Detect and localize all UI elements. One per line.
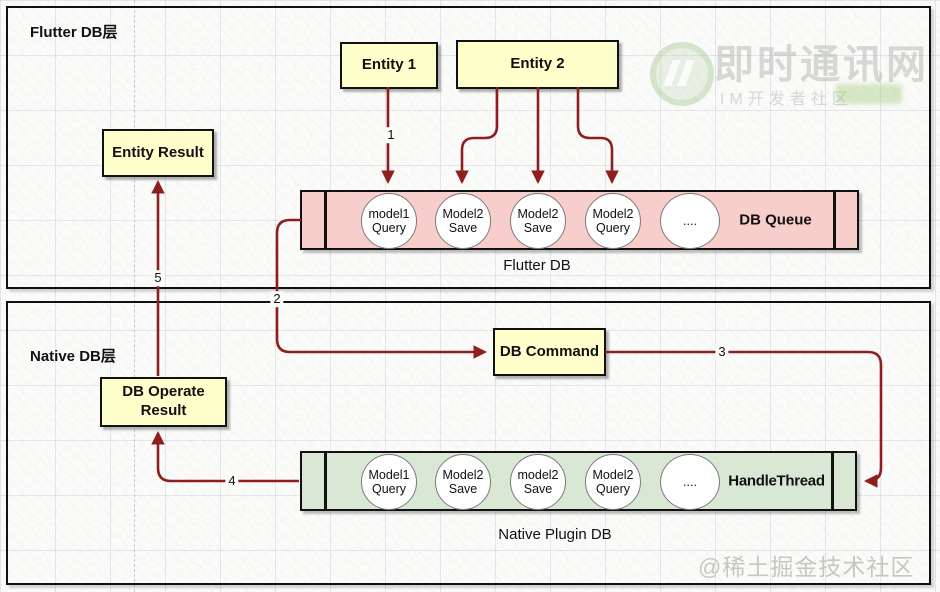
task-label: Save	[523, 221, 553, 235]
queue-task-circle: Model2 Query	[585, 193, 641, 249]
queue-right-divider	[831, 453, 834, 509]
task-label: ....	[683, 474, 697, 489]
flutter-db-queue-bar: model1 Query Model2 Save Model2 Save Mod…	[300, 190, 859, 250]
queue-left-divider	[324, 453, 327, 509]
flutter-db-caption: Flutter DB	[503, 257, 571, 274]
db-operate-result-box: DB Operate Result	[100, 377, 227, 427]
queue-more-circle: ....	[660, 193, 720, 249]
task-label: Model2	[517, 206, 559, 221]
task-label: model2	[517, 467, 559, 482]
task-label: Query	[595, 221, 631, 235]
handle-thread-name: HandleThread	[728, 472, 825, 490]
queue-task-circle: Model1 Query	[361, 454, 417, 510]
edge-label-1: 1	[384, 127, 398, 143]
db-queue-name: DB Queue	[739, 211, 812, 229]
task-label: model1	[368, 206, 410, 221]
entity1-box: Entity 1	[340, 42, 438, 89]
task-label: Query	[371, 482, 407, 496]
task-label: Save	[448, 482, 478, 496]
task-label: Save	[523, 482, 553, 496]
watermark-site: 即时通讯网 IM开发者社区	[648, 28, 938, 120]
native-plugin-db-bar: Model1 Query Model2 Save model2 Save Mod…	[300, 451, 857, 511]
grid-guide-line	[134, 0, 135, 592]
native-db-layer-label: Native DB层	[30, 348, 116, 365]
queue-task-circle: Model2 Query	[585, 454, 641, 510]
watermark-juejin: @稀土掘金技术社区	[698, 554, 915, 580]
queue-task-circle: Model2 Save	[510, 193, 566, 249]
edge-label-3: 3	[715, 344, 729, 360]
watermark-badge	[836, 84, 902, 104]
task-label: Model2	[442, 206, 484, 221]
task-label: Model2	[592, 206, 634, 221]
db-command-box: DB Command	[493, 328, 606, 376]
task-label: Save	[448, 221, 478, 235]
task-label: Query	[595, 482, 631, 496]
queue-left-divider	[324, 192, 327, 248]
task-label: Model2	[592, 467, 634, 482]
edge-label-2: 2	[270, 291, 284, 307]
queue-task-circle: Model2 Save	[435, 454, 491, 510]
flutter-db-layer-label: Flutter DB层	[30, 24, 118, 41]
queue-right-divider	[833, 192, 836, 248]
task-label: Query	[371, 221, 407, 235]
watermark-logo-icon	[650, 42, 714, 106]
entity2-box: Entity 2	[456, 40, 619, 89]
task-label: Model2	[442, 467, 484, 482]
native-plugin-db-caption: Native Plugin DB	[498, 526, 612, 543]
task-label: ....	[683, 213, 697, 228]
edge-label-5: 5	[151, 270, 165, 286]
queue-task-circle: model1 Query	[361, 193, 417, 249]
watermark-title: 即时通讯网	[714, 43, 929, 87]
entity-result-box: Entity Result	[102, 129, 214, 177]
task-label: Model1	[368, 467, 410, 482]
queue-more-circle: ....	[660, 454, 720, 510]
watermark-subtitle: IM开发者社区	[720, 91, 853, 108]
queue-task-circle: model2 Save	[510, 454, 566, 510]
edge-label-4: 4	[225, 473, 239, 489]
queue-task-circle: Model2 Save	[435, 193, 491, 249]
